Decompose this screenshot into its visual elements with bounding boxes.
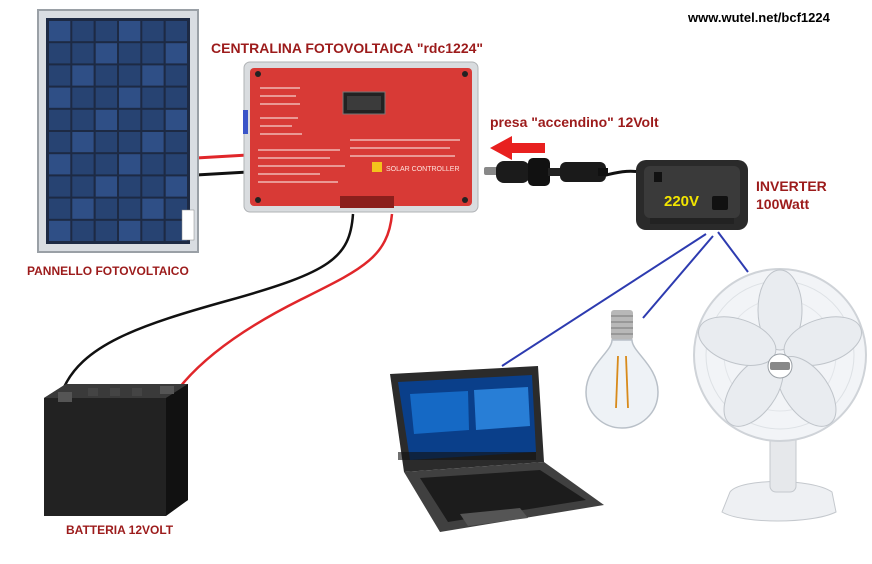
panel-cell — [119, 65, 141, 86]
panel-cell — [95, 65, 117, 86]
socket-label: presa "accendino" 12Volt — [490, 114, 659, 130]
fan-icon — [693, 268, 867, 522]
charge-controller-icon: SOLAR CONTROLLER — [243, 61, 479, 213]
panel-cell — [95, 87, 117, 108]
panel-cell — [142, 220, 164, 241]
panel-cell — [119, 43, 141, 64]
panel-cell — [165, 109, 187, 130]
panel-cell — [165, 154, 187, 175]
panel-cell — [165, 132, 187, 153]
light-bulb-icon — [585, 310, 659, 429]
wires — [60, 153, 749, 393]
battery-icon — [44, 384, 188, 516]
panel-cell — [95, 109, 117, 130]
panel-cell — [165, 176, 187, 197]
panel-cell — [142, 154, 164, 175]
panel-cell — [49, 220, 71, 241]
panel-cell — [95, 176, 117, 197]
panel-cell — [142, 109, 164, 130]
panel-cell — [119, 220, 141, 241]
panel-cells — [49, 21, 187, 241]
panel-cell — [142, 65, 164, 86]
panel-cell — [142, 176, 164, 197]
panel-cell — [72, 109, 94, 130]
panel-cell — [72, 87, 94, 108]
panel-cell — [49, 87, 71, 108]
panel-cell — [119, 198, 141, 219]
panel-cell — [72, 21, 94, 42]
panel-cell — [72, 132, 94, 153]
panel-cell — [95, 220, 117, 241]
panel-cell — [95, 21, 117, 42]
panel-cell — [72, 220, 94, 241]
panel-cell — [142, 87, 164, 108]
fan-blue-wire — [717, 231, 749, 273]
panel-cell — [49, 176, 71, 197]
panel-cell — [49, 109, 71, 130]
panel-cell — [142, 198, 164, 219]
panel-cell — [72, 65, 94, 86]
panel-cell — [72, 43, 94, 64]
panel-cell — [142, 21, 164, 42]
panel-cell — [119, 21, 141, 42]
panel-cell — [142, 43, 164, 64]
panel-cell — [119, 87, 141, 108]
panel-cell — [72, 176, 94, 197]
panel-cell — [49, 65, 71, 86]
solar-panel-icon — [37, 9, 199, 253]
panel-cell — [165, 220, 187, 241]
bulb-blue-wire — [642, 235, 714, 319]
laptop-blue-wire — [501, 233, 707, 367]
panel-red-wire — [195, 153, 249, 160]
panel-label: PANNELLO FOTOVOLTAICO — [27, 264, 189, 278]
panel-cell — [119, 109, 141, 130]
inverter-voltage-text: 220V — [664, 193, 699, 210]
panel-cell — [49, 132, 71, 153]
panel-cell — [142, 132, 164, 153]
panel-cell — [95, 198, 117, 219]
website-url: www.wutel.net/bcf1224 — [688, 10, 830, 25]
battery-label: BATTERIA 12VOLT — [66, 523, 174, 537]
panel-cell — [49, 43, 71, 64]
arrow-left-icon — [490, 136, 545, 160]
battery-black-wire — [60, 213, 355, 393]
panel-cell — [72, 198, 94, 219]
controller-brand-text: SOLAR CONTROLLER — [386, 166, 460, 173]
panel-cell — [95, 154, 117, 175]
panel-cell — [165, 65, 187, 86]
panel-cell — [165, 198, 187, 219]
panel-cell — [165, 87, 187, 108]
panel-cell — [49, 21, 71, 42]
controller-title: CENTRALINA FOTOVOLTAICA "rdc1224" — [211, 40, 484, 56]
laptop-icon — [390, 366, 604, 532]
panel-cell — [72, 154, 94, 175]
inverter-power-label: 100Watt — [756, 196, 810, 212]
panel-cell — [119, 132, 141, 153]
panel-cell — [95, 43, 117, 64]
panel-cell — [95, 132, 117, 153]
panel-black-wire — [195, 170, 249, 177]
panel-cell — [165, 43, 187, 64]
panel-cell — [49, 198, 71, 219]
inverter-label: INVERTER — [756, 178, 827, 194]
car-plug-icon — [484, 158, 608, 186]
panel-cell — [165, 21, 187, 42]
inverter-icon: 220V — [636, 160, 748, 230]
panel-cell — [49, 154, 71, 175]
battery-red-wire — [175, 213, 394, 393]
panel-cell — [119, 176, 141, 197]
panel-cell — [119, 154, 141, 175]
